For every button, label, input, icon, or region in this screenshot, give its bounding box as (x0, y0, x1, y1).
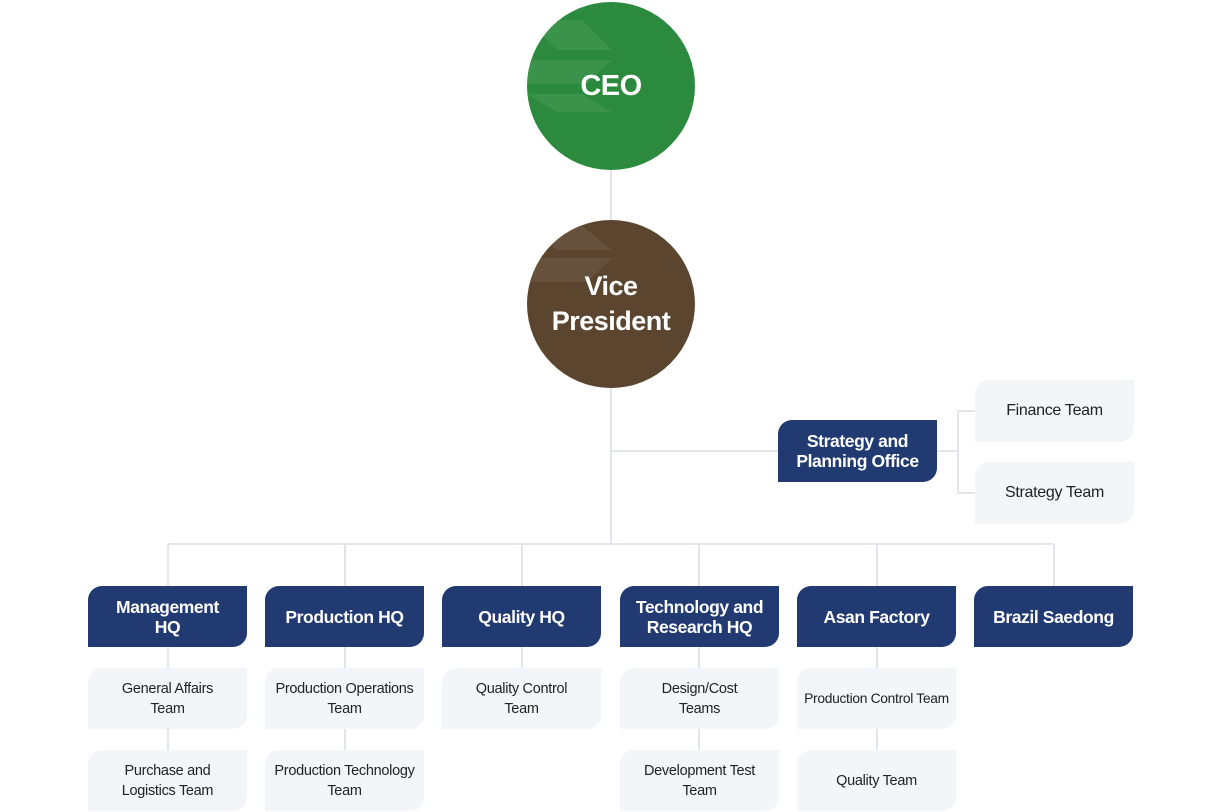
strategy-office-box: Strategy and Planning Office (778, 420, 937, 482)
division-box-technology-research-hq: Technology and Research HQ (620, 586, 779, 647)
division-box-management-hq: Management HQ (88, 586, 247, 647)
team-box-development-test: Development Test Team (620, 750, 779, 811)
strategy-team-box: Strategy Team (975, 462, 1134, 524)
division-box-production-hq: Production HQ (265, 586, 424, 647)
team-box-quality-control: Quality Control Team (442, 668, 601, 729)
team-box-production-control: Production Control Team (797, 668, 956, 729)
team-box-production-technology: Production Technology Team (265, 750, 424, 811)
team-box-production-operations: Production Operations Team (265, 668, 424, 729)
division-box-asan-factory: Asan Factory (797, 586, 956, 647)
division-box-quality-hq: Quality HQ (442, 586, 601, 647)
ceo-label: CEO (580, 69, 642, 102)
team-box-purchase-logistics: Purchase and Logistics Team (88, 750, 247, 811)
ceo-node: CEO (527, 2, 695, 170)
logo-mark-icon (527, 20, 612, 112)
logo-mark-icon (527, 226, 612, 282)
division-box-brazil-saedong: Brazil Saedong (974, 586, 1133, 647)
team-box-quality: Quality Team (797, 750, 956, 811)
team-box-design-cost: Design/Cost Teams (620, 668, 779, 729)
finance-team-box: Finance Team (975, 380, 1134, 442)
vice-president-label: Vice President (551, 271, 671, 336)
vice-president-node: Vice President (527, 220, 695, 388)
team-box-general-affairs: General Affairs Team (88, 668, 247, 729)
